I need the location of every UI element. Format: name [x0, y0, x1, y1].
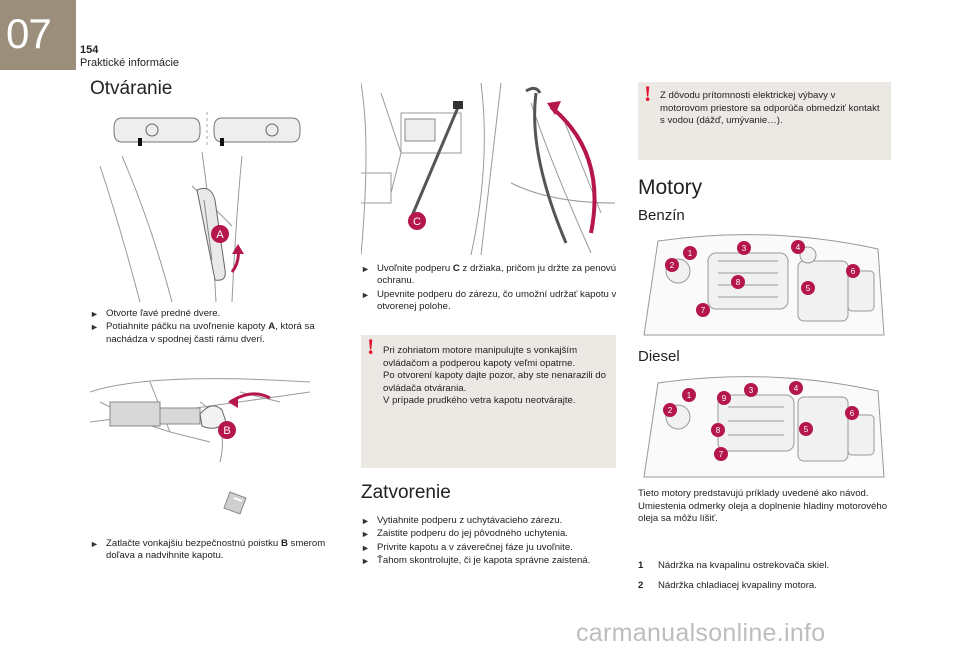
diesel-engine-illustration: 1 2 3 4 5 6 7 8 9 [643, 376, 885, 478]
stay-rod-illustration: C [361, 83, 615, 255]
arrow-icon: ► [361, 529, 370, 540]
warning-icon: ! [644, 81, 652, 106]
marker-c-label: C [413, 216, 421, 228]
engines-note: Tieto motory predstavujú príklady uveden… [638, 488, 888, 524]
door-release-illustration: A [99, 112, 301, 302]
steps-stay-rod: ►Uvoľnite podperu C z držiaka, pričom ju… [361, 263, 619, 315]
step-item: ►Zaistite podperu do jej pôvodného uchyt… [361, 528, 568, 540]
warning-box-water: ! Z dôvodu prítomnosti elektrickej výbav… [638, 82, 891, 160]
safety-catch-figure: B [90, 362, 310, 534]
step-item: ►Ťahom skontrolujte, či je kapota správn… [361, 555, 591, 567]
arrow-icon: ► [361, 289, 370, 300]
arrow-icon: ► [361, 556, 370, 567]
opening-heading: Otváranie [90, 78, 173, 99]
marker-a-label: A [216, 229, 224, 241]
diesel-marker-4: 4 [794, 384, 799, 393]
diesel-marker-3: 3 [749, 386, 754, 395]
warning-icon: ! [367, 334, 375, 359]
chapter-number: 07 [6, 10, 52, 57]
step-item: ►Otvorte ľavé predné dvere. [90, 308, 221, 319]
petrol-marker-4: 4 [796, 243, 801, 252]
petrol-marker-7: 7 [701, 306, 706, 315]
step-item: ►Uvoľnite podperu C z držiaka, pričom ju… [361, 263, 617, 287]
petrol-engine-figure: 1 2 3 4 5 6 7 8 [638, 231, 891, 337]
arrow-icon: ► [90, 309, 99, 319]
petrol-marker-3: 3 [742, 244, 747, 253]
petrol-marker-1: 1 [688, 249, 693, 258]
diesel-engine-figure: 1 2 3 4 5 6 7 8 9 [638, 373, 891, 479]
stay-rod-figure: C [361, 83, 615, 255]
diesel-marker-7: 7 [719, 450, 724, 459]
petrol-marker-8: 8 [736, 278, 741, 287]
step-item: ►Vytiahnite podperu z uchytávacieho záre… [361, 515, 563, 526]
diesel-marker-9: 9 [722, 394, 727, 403]
petrol-engine-illustration: 1 2 3 4 5 6 7 8 [643, 234, 885, 336]
diesel-marker-1: 1 [687, 391, 692, 400]
warning-text: Z dôvodu prítomnosti elektrickej výbavy … [660, 90, 880, 126]
engines-heading: Motory [638, 176, 703, 199]
diesel-marker-8: 8 [716, 426, 721, 435]
chapter-tab: 07 [0, 0, 76, 70]
arrow-icon: ► [90, 322, 99, 333]
step-item: ►Upevnite podperu do zárezu, čo umožní u… [361, 288, 617, 313]
arrow-icon: ► [90, 539, 99, 549]
warning-text: Pri zohriatom motore manipulujte s vonka… [383, 345, 606, 406]
petrol-heading: Benzín [638, 207, 685, 224]
section-title: Praktické informácie [80, 57, 180, 69]
step-item: ►Potiahnite páčku na uvoľnenie kapoty A,… [90, 321, 315, 345]
arrow-icon: ► [361, 264, 370, 274]
diesel-marker-2: 2 [668, 406, 673, 415]
page-number: 154 [80, 44, 99, 56]
steps-door-release: ►Otvorte ľavé predné dvere. ►Potiahnite … [90, 308, 350, 347]
steps-closing: ►Vytiahnite podperu z uchytávacieho záre… [361, 515, 616, 569]
diesel-heading: Diesel [638, 348, 680, 365]
warning-box-hot-engine: ! Pri zohriatom motore manipulujte s von… [361, 335, 616, 468]
step-item: ►Zatlačte vonkajšiu bezpečnostnú poistku… [90, 538, 326, 562]
arrow-icon: ► [361, 516, 370, 526]
door-release-figure: A [92, 106, 310, 302]
arrow-icon: ► [361, 542, 370, 553]
step-item: ►Privrite kapotu a v záverečnej fáze ju … [361, 541, 573, 553]
closing-heading: Zatvorenie [361, 482, 451, 503]
diesel-marker-6: 6 [850, 409, 855, 418]
petrol-marker-6: 6 [851, 267, 856, 276]
petrol-marker-5: 5 [806, 284, 811, 293]
steps-safety-catch: ►Zatlačte vonkajšiu bezpečnostnú poistku… [90, 538, 350, 564]
watermark: carmanualsonline.info [576, 619, 826, 647]
marker-b-label: B [223, 425, 230, 437]
diesel-marker-5: 5 [804, 425, 809, 434]
petrol-marker-2: 2 [670, 261, 675, 270]
safety-catch-illustration: B [90, 378, 310, 515]
